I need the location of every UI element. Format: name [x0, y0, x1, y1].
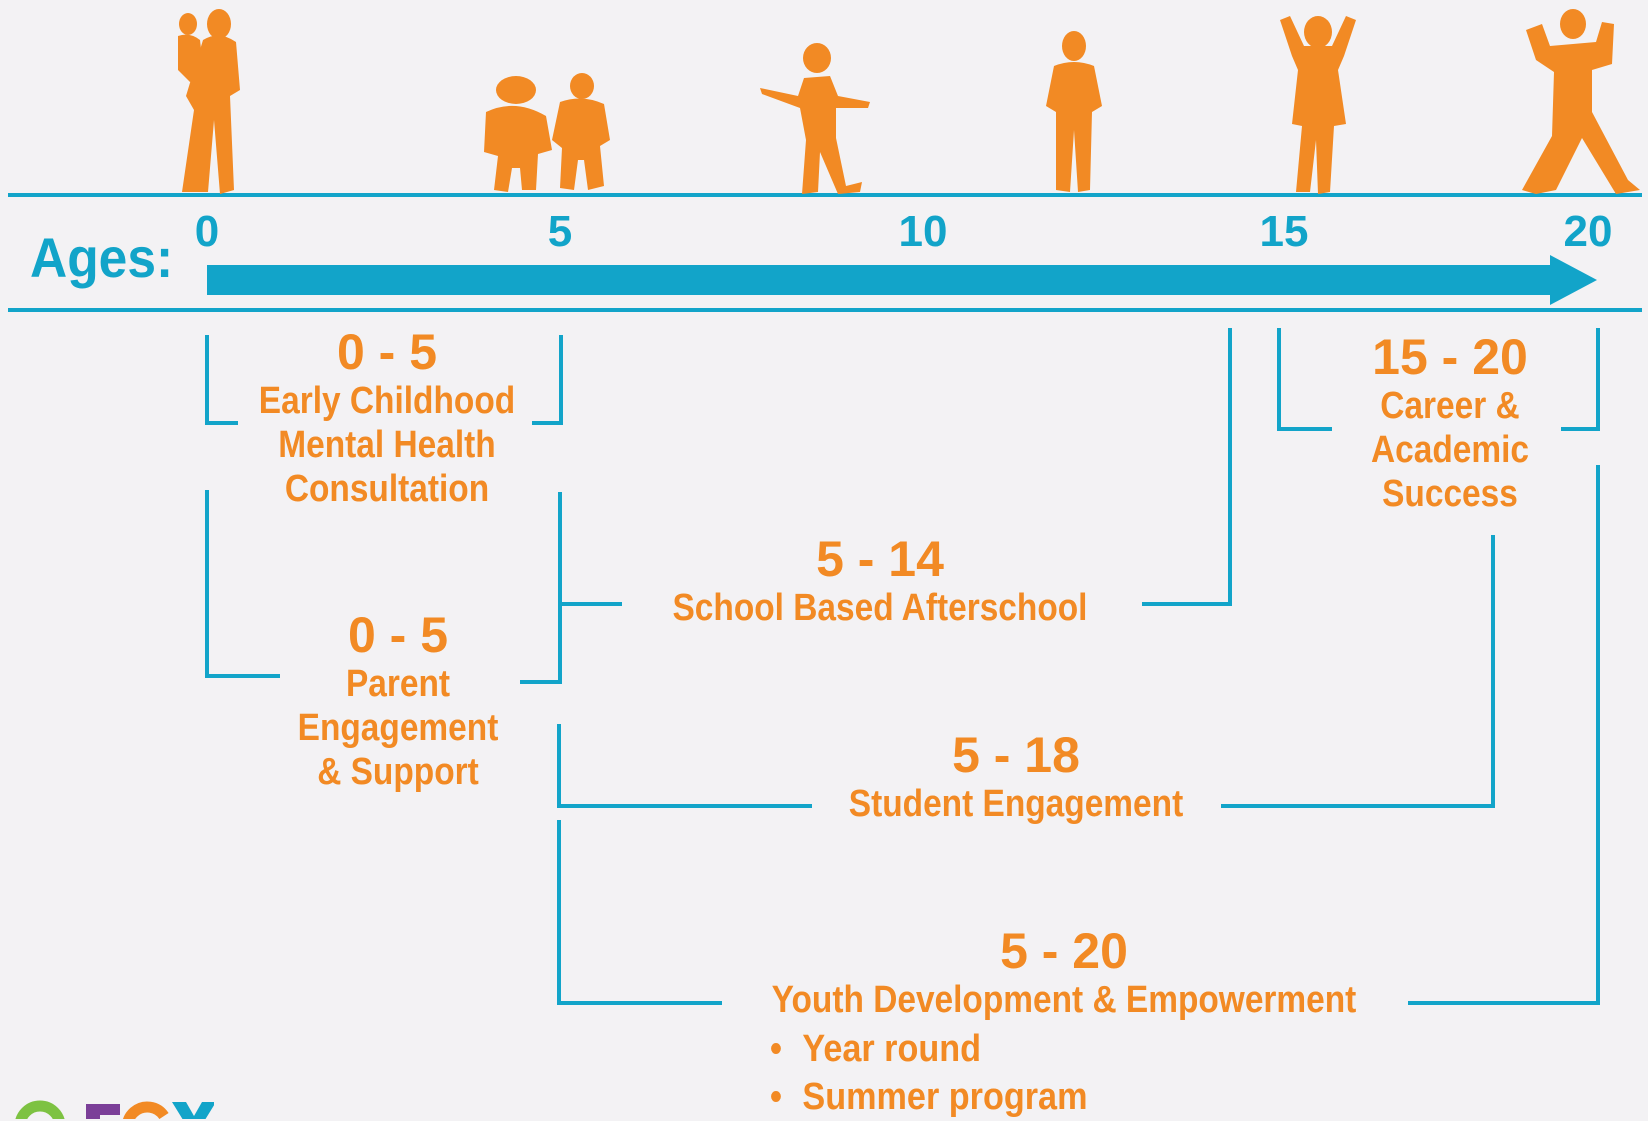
program-name-line: Early Childhood: [258, 380, 516, 422]
two-toddlers-icon: [484, 73, 610, 192]
program-name-line: Academic: [1370, 429, 1529, 471]
program-name-line: Mental Health: [278, 424, 496, 466]
program-range: 15 - 20: [1372, 329, 1528, 385]
bracket-afterschool-right: [1142, 328, 1232, 606]
program-career-success: 15 - 20 Career & Academic Success: [1330, 330, 1570, 516]
timeline-label: Ages:: [30, 226, 174, 289]
teen-flexing-icon: [1522, 9, 1640, 194]
dancing-child-icon: [760, 43, 870, 194]
age-tick-15: 15: [1259, 207, 1309, 256]
program-name-line: & Support: [317, 751, 479, 793]
program-range: 5 - 18: [952, 727, 1080, 783]
program-name-line: Success: [1382, 473, 1518, 515]
timeline-arrow-head: [1550, 255, 1597, 305]
age-tick-5: 5: [547, 207, 573, 256]
timeline-arrow-shaft: [207, 265, 1552, 295]
bracket-career-success-right: [1561, 328, 1600, 431]
program-parent-engagement: 0 - 5 Parent Engagement & Support: [258, 608, 538, 794]
program-early-childhood: 0 - 5 Early Childhood Mental Health Cons…: [227, 325, 547, 511]
boy-standing-icon: [1046, 31, 1102, 192]
ofcy-logo: [14, 1100, 214, 1119]
bracket-early-childhood: [205, 335, 238, 425]
program-name-line: School Based Afterschool: [672, 587, 1088, 629]
program-range: 5 - 14: [816, 531, 944, 587]
bullet-item: Year round: [770, 1025, 1087, 1073]
age-tick-20: 20: [1563, 207, 1613, 256]
program-name-line: Engagement: [297, 707, 499, 749]
program-name-line: Consultation: [284, 468, 490, 510]
age-tick-10: 10: [898, 207, 948, 256]
program-range: 0 - 5: [347, 607, 449, 663]
bracket-youth-development-right: [1408, 465, 1600, 1005]
mother-with-child-icon: [178, 9, 240, 194]
bracket-career-success: [1277, 328, 1332, 431]
bracket-youth-development: [557, 820, 722, 1005]
program-name-line: Student Engagement: [848, 783, 1184, 825]
bracket-parent-engagement: [205, 490, 280, 678]
bracket-parent-engagement-right: [520, 492, 562, 684]
youth-development-bullets: Year round Summer program: [770, 1025, 1123, 1121]
program-youth-development: 5 - 20 Youth Development & Empowerment: [718, 924, 1410, 1022]
program-afterschool: 5 - 14 School Based Afterschool: [620, 532, 1140, 630]
bullet-item: Summer program: [770, 1073, 1087, 1121]
girl-arms-up-icon: [1280, 16, 1356, 194]
age-tick-0: 0: [194, 207, 220, 256]
logo-mark: [15, 1100, 214, 1119]
program-range: 0 - 5: [336, 324, 438, 380]
program-student-engagement: 5 - 18 Student Engagement: [810, 728, 1222, 826]
program-name-line: Parent: [345, 663, 451, 705]
bracket-student-engagement: [557, 724, 812, 808]
bracket-early-childhood-right: [532, 335, 563, 425]
program-name-line: Youth Development & Empowerment: [771, 979, 1357, 1021]
program-range: 5 - 20: [1000, 923, 1128, 979]
program-name-line: Career &: [1380, 385, 1520, 427]
bracket-student-engagement-right: [1221, 535, 1495, 808]
